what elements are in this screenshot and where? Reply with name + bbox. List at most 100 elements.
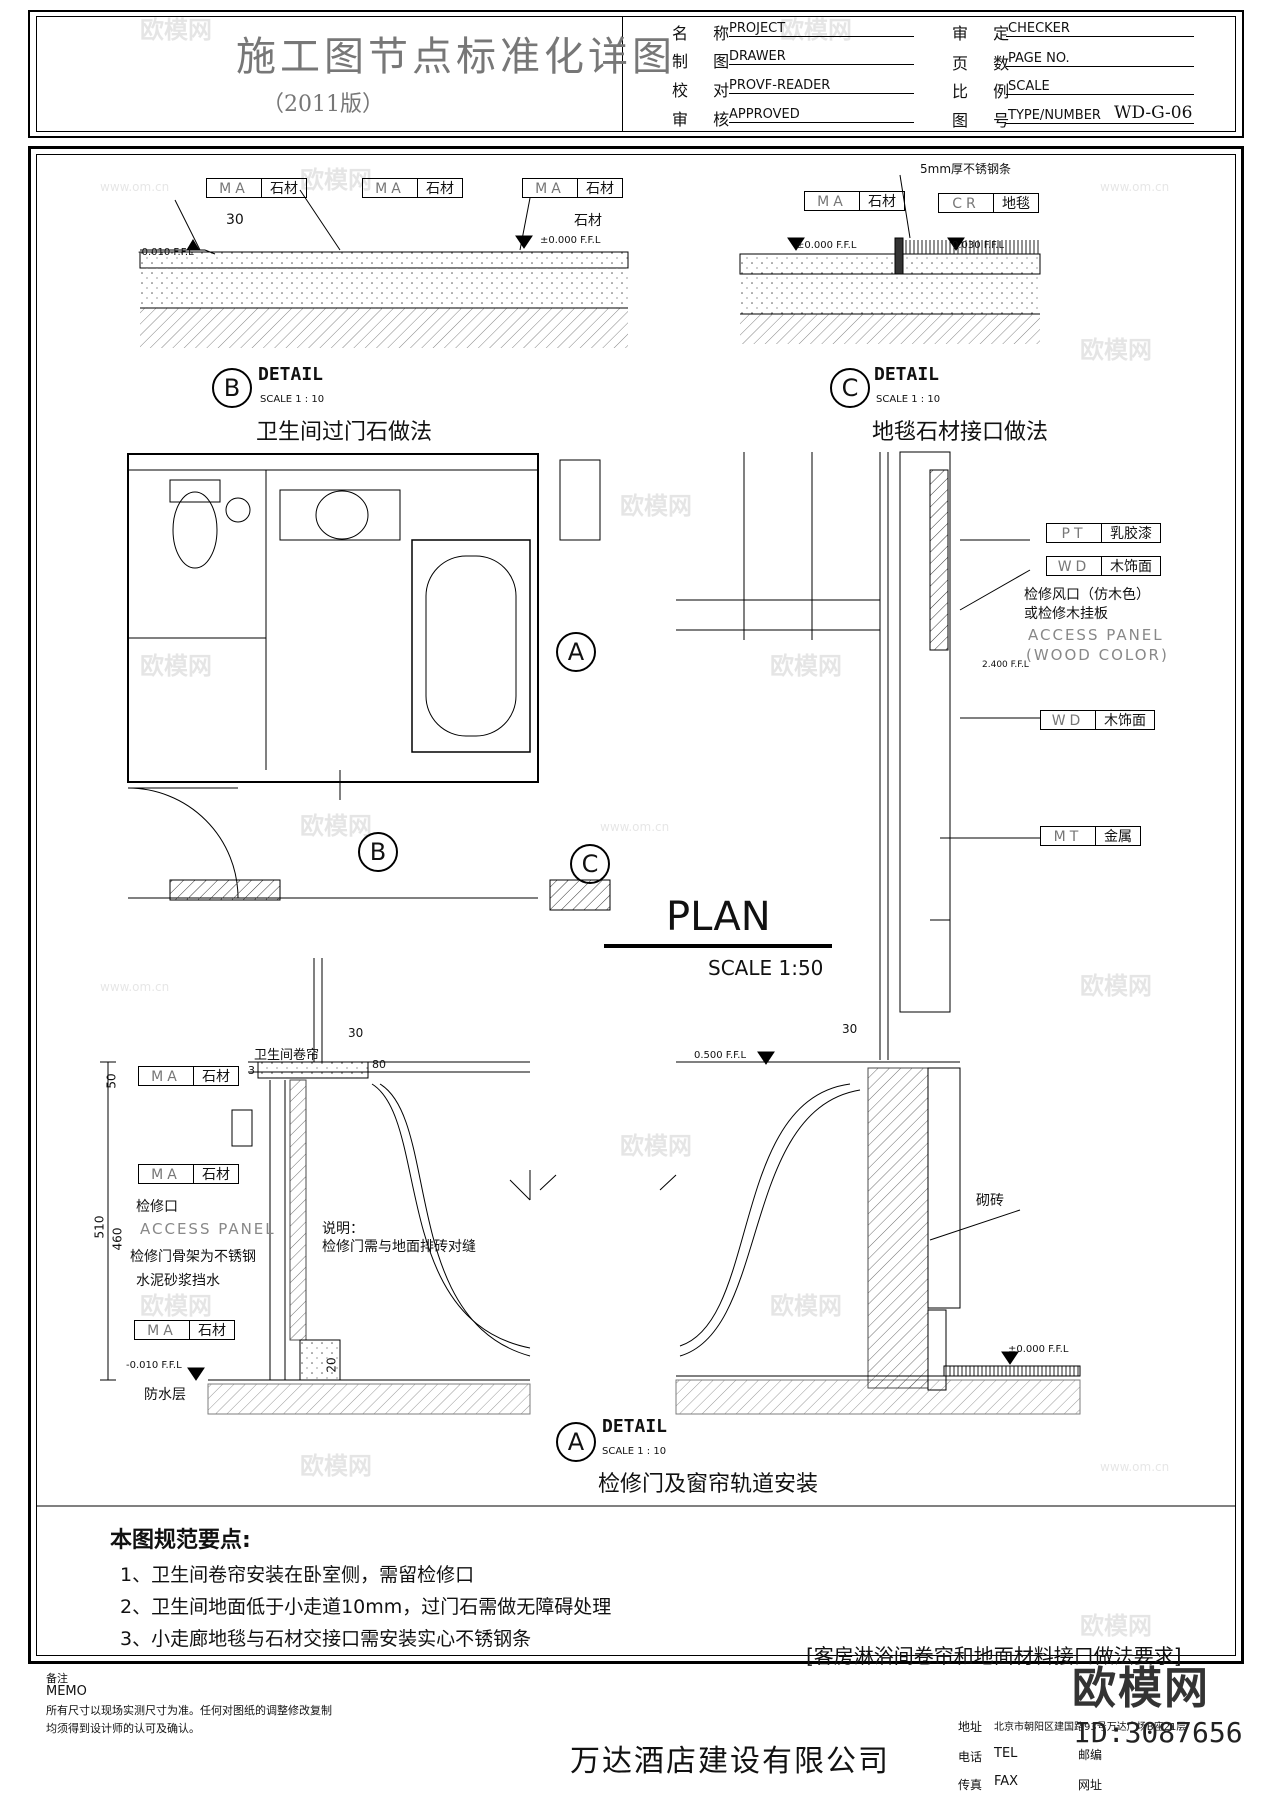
detail-b-head: DETAIL bbox=[258, 364, 324, 385]
detail-c-tag-2: CR 地毯 bbox=[938, 193, 1039, 213]
right-tag-pt: PT 乳胶漆 bbox=[1046, 523, 1161, 543]
drawing-edition: （2011版） bbox=[262, 92, 384, 117]
footer-note-cn: 备注 bbox=[46, 1672, 68, 1685]
title-block-inner bbox=[36, 16, 1236, 132]
detail-b-section bbox=[139, 189, 629, 348]
detail-a-mortar: 水泥砂浆挡水 bbox=[136, 1273, 220, 1289]
detail-a-scale: SCALE 1 : 10 bbox=[602, 1446, 667, 1457]
main-frame-inner bbox=[36, 154, 1236, 1656]
row-number-cn: 图 号 bbox=[952, 111, 1020, 130]
footer-note-line2: 均须得到设计师的认可及确认。 bbox=[46, 1722, 200, 1735]
plan-drawing bbox=[127, 453, 611, 911]
footer-mail: 邮编 bbox=[1078, 1748, 1103, 1762]
detail-a-explain-title: 说明： bbox=[322, 1221, 364, 1237]
row-page-en: PAGE NO. bbox=[1008, 51, 1070, 66]
footer-addr: 北京市朝阳区建国路93号万达广场B座21层 bbox=[994, 1722, 1187, 1733]
row-scale-cn: 比 例 bbox=[952, 82, 1020, 101]
row-project-cn: 名 称 bbox=[672, 24, 740, 43]
detail-a-frame: 检修门骨架为不锈钢 bbox=[130, 1249, 256, 1265]
row-scale-en: SCALE bbox=[1008, 79, 1050, 94]
right-note-cn2: 或检修木挂板 bbox=[1024, 606, 1108, 622]
plan-marker-c: C bbox=[570, 844, 610, 884]
memo-caption: [客房淋浴间卷帘和地面材料接口做法要求] bbox=[806, 1644, 1182, 1668]
plan-title: PLAN bbox=[666, 894, 771, 940]
detail-c-head: DETAIL bbox=[874, 364, 940, 385]
detail-a-tag-2: MA 石材 bbox=[138, 1164, 239, 1184]
row-approved-en: APPROVED bbox=[729, 107, 800, 122]
detail-c-tag-1: MA 石材 bbox=[804, 191, 905, 211]
detail-c-section bbox=[739, 174, 1041, 344]
detail-a-access-en: ACCESS PANEL bbox=[140, 1220, 276, 1238]
detail-b-level-right: ±0.000 F.F.L bbox=[540, 235, 601, 246]
row-approved-cn: 审 核 bbox=[672, 110, 740, 129]
detail-c-note-top: 5mm厚不锈钢条 bbox=[920, 162, 1012, 176]
row-checker-cn: 校 对 bbox=[672, 81, 740, 100]
detail-c-marker: C bbox=[830, 368, 870, 408]
row-checker-en: PROVF-READER bbox=[729, 78, 831, 93]
detail-b-scale: SCALE 1 : 10 bbox=[260, 394, 325, 405]
drawing-number: WD-G-06 bbox=[1114, 103, 1193, 123]
memo-item-1: 1、卫生间卷帘安装在卧室侧，需留检修口 bbox=[120, 1564, 475, 1586]
company-name: 万达酒店建设有限公司 bbox=[570, 1744, 890, 1779]
detail-c-level-left: ±0.000 F.F.L bbox=[796, 240, 857, 251]
detail-c-level-right: 0.030 F.F.L bbox=[952, 240, 1005, 251]
detail-b-tag-2: MA 石材 bbox=[362, 178, 463, 198]
right-note-en1: ACCESS PANEL bbox=[1028, 626, 1164, 644]
right-tag-wd-1: WD 木饰面 bbox=[1046, 556, 1161, 576]
watermark-brand: 欧模网 bbox=[1072, 1663, 1210, 1714]
memo-item-2: 2、卫生间地面低于小走道10mm，过门石需做无障碍处理 bbox=[120, 1596, 612, 1618]
detail-a-access: 检修口 bbox=[136, 1199, 178, 1215]
detail-a-explain: 检修门需与地面排砖对缝 bbox=[322, 1239, 476, 1255]
footer-fax: FAX bbox=[994, 1774, 1019, 1789]
detail-a-curtain: 卫生间卷帘 bbox=[254, 1048, 320, 1063]
drawing-title: 施工图节点标准化详图 bbox=[236, 34, 676, 80]
plan-scale: SCALE 1:50 bbox=[708, 956, 824, 980]
row-number-en: TYPE/NUMBER bbox=[1008, 108, 1101, 123]
detail-a-level-a: -0.010 F.F.L bbox=[126, 1360, 182, 1371]
row-checker2-en: CHECKER bbox=[1008, 21, 1070, 36]
detail-a-dim-20: 20 bbox=[324, 1357, 339, 1373]
detail-a-dim-3: 3 bbox=[248, 1064, 255, 1077]
detail-c-name: 地毯石材接口做法 bbox=[872, 420, 1049, 445]
footer-fax-label: 传真 bbox=[958, 1778, 983, 1792]
detail-a-tag-3: MA 石材 bbox=[134, 1320, 235, 1340]
detail-b-name: 卫生间过门石做法 bbox=[256, 420, 433, 445]
detail-a-head: DETAIL bbox=[602, 1416, 668, 1437]
detail-b-extra-label: 石材 bbox=[574, 213, 602, 229]
right-tag-wd-2: WD 木饰面 bbox=[1040, 710, 1155, 730]
right-note-en2: (WOOD COLOR) bbox=[1026, 646, 1169, 664]
detail-a-dim-30b: 30 bbox=[842, 1022, 858, 1036]
row-drawer-line bbox=[729, 64, 914, 65]
footer-tel-label: 电话 bbox=[958, 1750, 983, 1764]
row-scale-line bbox=[1006, 94, 1194, 95]
footer-web: 网址 bbox=[1078, 1778, 1103, 1792]
detail-a-tag-1: MA 石材 bbox=[138, 1066, 239, 1086]
detail-a-dim-510: 510 bbox=[92, 1215, 107, 1239]
detail-a-dim-460: 460 bbox=[110, 1227, 125, 1251]
detail-b-dim: 30 bbox=[226, 212, 244, 228]
memo-item-3: 3、小走廊地毯与石材交接口需安装实心不锈钢条 bbox=[120, 1628, 532, 1650]
detail-b-tag-3: MA 石材 bbox=[522, 178, 623, 198]
row-checker2-cn: 审 定 bbox=[952, 24, 1020, 43]
row-number-line bbox=[1006, 123, 1194, 124]
detail-c-scale: SCALE 1 : 10 bbox=[876, 394, 941, 405]
right-tag-mt: MT 金属 bbox=[1040, 826, 1141, 846]
title-block bbox=[28, 10, 1244, 138]
title-divider bbox=[622, 16, 623, 132]
footer-tel: TEL bbox=[994, 1746, 1018, 1761]
footer-note-en: MEMO bbox=[46, 1684, 87, 1699]
main-frame bbox=[28, 146, 1244, 1664]
right-vertical-section bbox=[676, 451, 1040, 1060]
detail-a-dim-50: 50 bbox=[104, 1073, 119, 1089]
detail-a-section bbox=[100, 958, 531, 1415]
detail-b-tag-1: MA 石材 bbox=[206, 178, 307, 198]
row-project-en: PROJECT bbox=[729, 21, 786, 36]
footer-note-line1: 所有尺寸以现场实测尺寸为准。任何对图纸的调整修改复制 bbox=[46, 1704, 332, 1717]
right-level: 2.400 F.F.L bbox=[982, 660, 1029, 670]
watermark-id: ID:3087656 bbox=[1074, 1716, 1243, 1749]
right-note-cn1: 检修风口（仿木色） bbox=[1024, 587, 1150, 603]
plan-marker-b: B bbox=[358, 832, 398, 872]
detail-a-dim-30a: 30 bbox=[348, 1026, 364, 1040]
detail-a-right bbox=[539, 1051, 1081, 1415]
